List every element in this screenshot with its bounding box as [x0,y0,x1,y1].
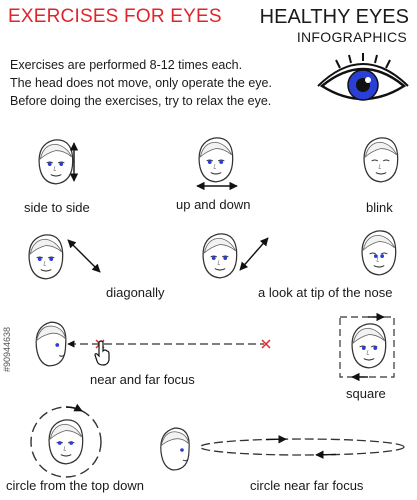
square-path [339,312,395,382]
label-square: square [346,386,386,401]
face-icon [38,139,74,185]
arrow-icon [67,239,101,273]
label-side-to-side: side to side [24,200,90,215]
x-mark-icon [261,339,271,349]
brand-subtitle: INFOGRAPHICS [296,29,407,45]
arrow-icon [69,142,79,182]
label-near-far-focus: near and far focus [90,372,195,387]
face-icon [198,137,234,183]
intro-line-1: Exercises are performed 8-12 times each. [10,58,243,72]
arrow-icon [196,181,238,191]
intro-line-2: The head does not move, only operate the… [10,76,272,90]
label-up-and-down: up and down [176,197,251,212]
intro-line-3: Before doing the exercises, try to relax… [10,94,272,108]
face-icon [160,427,190,471]
face-icon [35,321,67,367]
label-circle-near-far: circle near far focus [250,478,364,493]
eye-icon [317,53,409,101]
stock-id: #90944638 [2,326,12,372]
label-diagonally: diagonally [106,285,165,300]
face-icon [363,137,399,183]
face-icon [351,323,387,369]
face-icon [48,419,84,465]
face-icon [28,234,64,280]
face-icon [361,230,397,276]
hand-pointer-icon [94,340,110,366]
brand-title: HEALTHY EYES [259,6,409,28]
circle-path [30,403,102,478]
label-circle-top-down: circle from the top down [6,478,145,493]
label-tip-of-nose: a look at tip of the nose [258,285,393,300]
face-icon [202,233,238,279]
ellipse-path [199,435,405,459]
label-blink: blink [366,200,393,215]
arrow-icon [239,237,269,271]
page-title: EXERCISES FOR EYES [8,6,222,27]
